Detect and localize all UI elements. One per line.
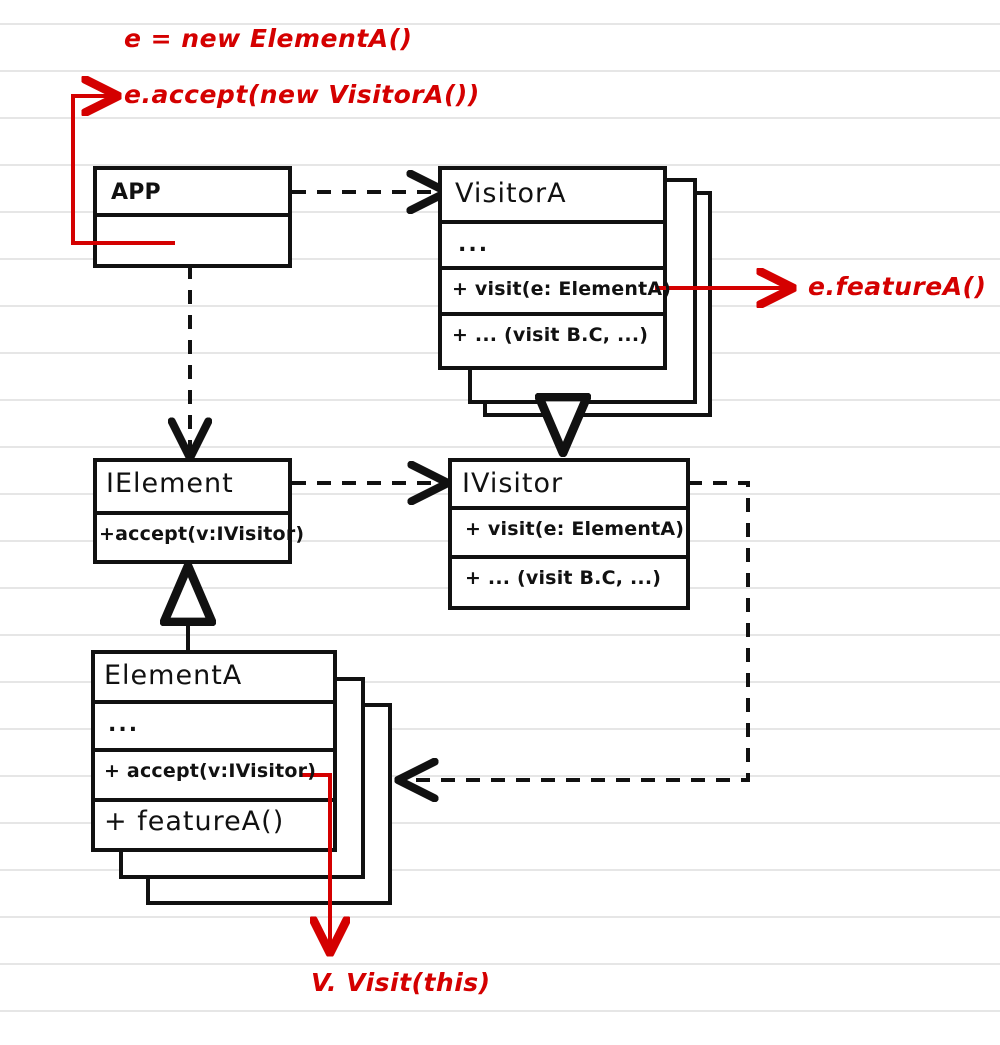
class-member-elementa-accept: + accept(v:IVisitor) [104,760,317,782]
class-title-elementa: ElementA [104,660,243,691]
annotation-visit-call: V. Visit(this) [311,968,491,997]
class-member-ielement-accept: +accept(v:IVisitor) [99,523,305,545]
class-member-elementa-featurea: + featureA() [104,806,285,837]
class-title-visitora: VisitorA [455,178,567,209]
relation-ivisitor-to-elementa [398,481,750,780]
class-box-app[interactable] [93,166,292,268]
class-title-app: APP [111,180,161,205]
annotation-accept-call: e.accept(new VisitorA()) [124,80,480,109]
class-member-visitora-visit: + visit(e: ElementA) [452,278,672,300]
class-box-ivisitor[interactable] [448,458,690,610]
class-title-ielement: IElement [106,468,234,499]
class-member-visitora-ellipsis: ... [458,232,490,257]
class-box-visitora[interactable] [438,166,667,370]
class-box-elementa[interactable] [91,650,337,852]
annotation-construct: e = new ElementA() [124,24,413,53]
red-leader-accept-visit [302,773,330,950]
class-title-ivisitor: IVisitor [462,468,564,499]
class-member-ivisitor-visit: + visit(e: ElementA) [465,518,685,540]
class-member-elementa-ellipsis: ... [108,712,140,737]
red-leader-app-accept [71,96,175,245]
class-member-visitora-visit-others: + ... (visit B.C, ...) [452,324,649,346]
class-box-ielement[interactable] [93,458,292,564]
class-member-ivisitor-visit-others: + ... (visit B.C, ...) [465,567,662,589]
annotation-feature-call: e.featureA() [808,272,987,301]
